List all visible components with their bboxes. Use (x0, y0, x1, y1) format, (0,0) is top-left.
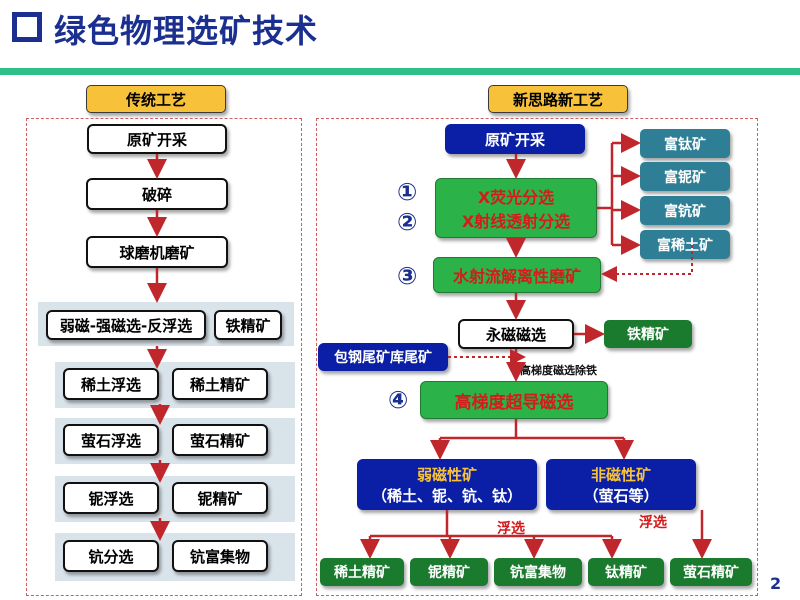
left-row-process: 稀土浮选 (63, 368, 159, 400)
final-fluorite: 萤石精矿 (670, 558, 752, 586)
product-niobium: 富铌矿 (640, 162, 730, 191)
final-rare-earth: 稀土精矿 (320, 558, 404, 586)
step-number-1: ① (397, 178, 418, 206)
left-row-product: 铌精矿 (172, 482, 268, 514)
left-step-raw-ore: 原矿开采 (87, 124, 227, 154)
product-titanium: 富钛矿 (640, 129, 730, 158)
xray-fluorescence-label: X荧光分选 (477, 188, 555, 207)
step-number-2: ② (397, 208, 418, 236)
new-process-header: 新思路新工艺 (488, 85, 628, 113)
non-magnetic-ore: 非磁性矿 （萤石等） (546, 459, 696, 510)
xray-transmission-label: X射线透射分选 (461, 212, 571, 231)
left-row-product: 钪富集物 (172, 540, 268, 572)
new-process-panel (316, 118, 758, 596)
weak-mag-title: 弱磁性矿 (416, 465, 477, 484)
weak-magnetic-ore: 弱磁性矿 （稀土、铌、钪、钛） (357, 459, 537, 510)
step-number-3: ③ (397, 262, 418, 290)
non-mag-detail: （萤石等） (583, 486, 659, 505)
flotation-label-left: 浮选 (497, 521, 525, 537)
title-divider (0, 68, 800, 75)
xray-sorting: X荧光分选 X射线透射分选 (435, 178, 597, 238)
page-title: 绿色物理选矿技术 (54, 12, 319, 50)
flotation-label-right: 浮选 (639, 515, 667, 531)
iron-concentrate: 铁精矿 (604, 320, 692, 348)
step-number-4: ④ (388, 386, 409, 414)
left-step-crushing: 破碎 (86, 178, 228, 210)
left-row-process: 萤石浮选 (63, 424, 159, 456)
left-step-ball-mill: 球磨机磨矿 (86, 236, 228, 268)
left-row-process: 钪分选 (63, 540, 159, 572)
right-raw-ore: 原矿开采 (445, 124, 585, 154)
arrow-recycle-dotted (601, 245, 693, 282)
hg-iron-removal-note: 高梯度磁选除铁 (520, 364, 597, 377)
left-iron-product: 铁精矿 (214, 310, 282, 340)
left-row-process: 铌浮选 (63, 482, 159, 514)
final-titanium: 钛精矿 (588, 558, 664, 586)
product-rare-earth: 富稀土矿 (640, 230, 730, 259)
weak-mag-detail: （稀土、铌、钪、钛） (371, 486, 522, 505)
non-mag-title: 非磁性矿 (590, 465, 651, 484)
product-scandium: 富钪矿 (640, 196, 730, 225)
page-number: 2 (770, 574, 782, 593)
left-row-product: 萤石精矿 (172, 424, 268, 456)
final-scandium: 钪富集物 (494, 558, 582, 586)
traditional-panel (26, 118, 302, 596)
final-niobium: 铌精矿 (410, 558, 488, 586)
permanent-magnetic-separation: 永磁磁选 (458, 319, 574, 349)
left-row-product: 稀土精矿 (172, 368, 268, 400)
traditional-header: 传统工艺 (86, 85, 226, 113)
tailings-source: 包钢尾矿库尾矿 (318, 343, 448, 371)
title-square-icon (12, 12, 42, 42)
superconducting-separation: 高梯度超导磁选 (420, 381, 608, 419)
left-mag-process: 弱磁-强磁选-反浮选 (46, 310, 206, 340)
